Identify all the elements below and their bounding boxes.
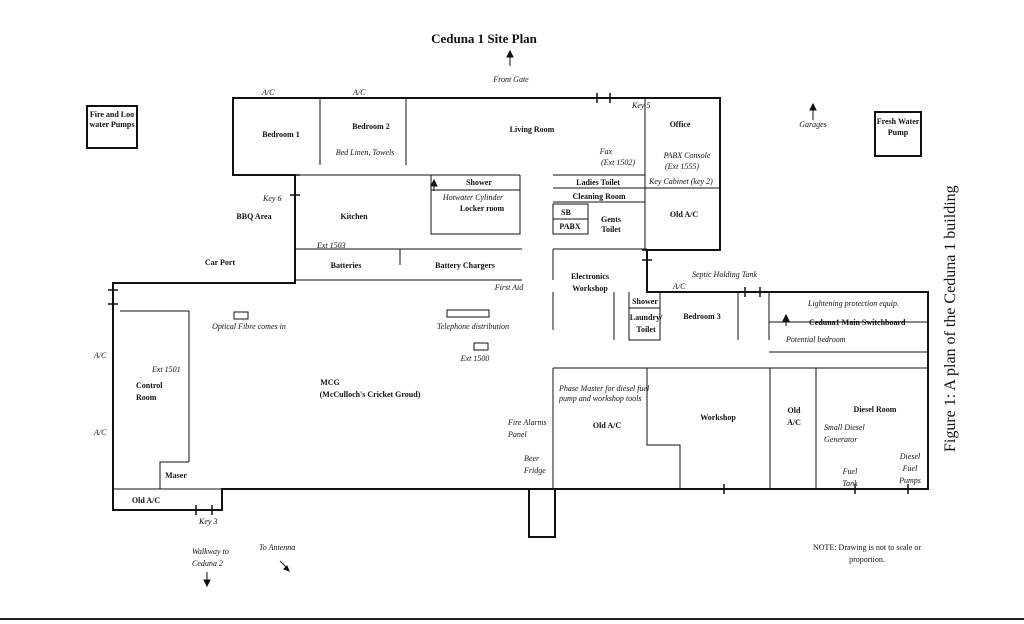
scale-note: NOTE: Drawing is not to scale or proport… xyxy=(813,543,921,564)
ext1503-label: Ext 1503 xyxy=(317,241,346,250)
bedroom2-label: Bedroom 2 xyxy=(352,122,390,131)
shower2-label: Shower xyxy=(632,297,658,306)
phase-master-label: Phase Master for diesel fuel pump and wo… xyxy=(559,384,650,403)
lightening-protection-label: Lightening protection equip. xyxy=(808,299,900,308)
door-marks xyxy=(108,93,909,515)
bedroom1-label: Bedroom 1 xyxy=(262,130,300,139)
electronics-workshop-label: Electronics Workshop xyxy=(570,272,610,293)
potential-bedroom-label: Potential bedroom xyxy=(786,335,846,344)
living-room-label: Living Room xyxy=(509,125,555,134)
bedroom3-label: Bedroom 3 xyxy=(683,312,721,321)
septic-tank-label: Septic Holding Tank xyxy=(692,270,758,279)
control-room-label: Control Room xyxy=(136,381,163,402)
ac-west1-label: A/C xyxy=(94,351,107,360)
shower-label: Shower xyxy=(466,178,492,187)
fuel-tank-label: Fuel Tank xyxy=(842,467,858,488)
ac-bedroom1-label: A/C xyxy=(262,88,275,97)
interior-walls xyxy=(113,98,928,490)
optical-fibre-label: Optical Fibre comes in xyxy=(212,322,286,331)
pabx-label: PABX xyxy=(559,222,581,231)
mcg-full-label: (McCulloch's Cricket Groud) xyxy=(319,390,421,399)
fire-alarms-panel-label: Fire Alarms Panel xyxy=(508,418,547,439)
mcg-label: MCG xyxy=(320,378,340,387)
key3-label: Key 3 xyxy=(199,517,218,526)
bbq-area-label: BBQ Area xyxy=(236,212,272,221)
old-ac-control-label: Old A/C xyxy=(131,496,161,505)
ext1500-label: Ext 1500 xyxy=(460,354,490,363)
ac-septic-label: A/C xyxy=(673,282,686,291)
maser-label: Maser xyxy=(165,471,187,480)
cleaning-room-label: Cleaning Room xyxy=(572,192,626,201)
ac-west2-label: A/C xyxy=(94,428,107,437)
hotwater-cylinder-label: Hotwater Cylinder xyxy=(442,193,504,202)
car-port-label: Car Port xyxy=(204,258,236,267)
telephone-distribution-label: Telephone distribution xyxy=(437,322,509,331)
fax-label: Fax xyxy=(599,147,613,156)
small-diesel-generator-label: Small Diesel Generator xyxy=(824,423,865,444)
front-gate-label: Front Gate xyxy=(493,75,529,84)
gents-toilet-label: Gents Toilet xyxy=(601,215,621,234)
fire-loo-pumps-label: Fire and Loo water Pumps xyxy=(89,110,135,129)
key5-label: Key 5 xyxy=(632,101,651,110)
pabx-console-label: PABX Console xyxy=(663,151,711,160)
garages-label: Garages xyxy=(799,120,827,129)
to-antenna-label: To Antenna xyxy=(259,543,296,552)
fresh-water-pump-label: Fresh Water Pump xyxy=(876,117,920,137)
diesel-fuel-pumps-label: Diesel Fuel Pumps xyxy=(899,452,921,485)
ladies-toilet-label: Ladies Toilet xyxy=(576,178,620,187)
locker-room-label: Locker room xyxy=(459,204,505,213)
kitchen-label: Kitchen xyxy=(340,212,368,221)
old-ac-diesel-label: Old A/C xyxy=(787,406,801,427)
old-ac-office-label: Old A/C xyxy=(669,210,699,219)
key6-label: Key 6 xyxy=(263,194,282,203)
ext1502-label: (Ext 1502) xyxy=(601,158,635,167)
diesel-room-label: Diesel Room xyxy=(853,405,897,414)
fresh-water-pump-box: Fresh Water Pump xyxy=(874,111,922,157)
page-title: Ceduna 1 Site Plan xyxy=(431,31,537,46)
beer-fridge-label: Beer Fridge xyxy=(524,454,546,475)
ext1501-label: Ext 1501 xyxy=(152,365,181,374)
main-switchboard-label: Ceduna1 Main Switchboard xyxy=(809,318,906,327)
office-label: Office xyxy=(669,120,691,129)
bed-linen-label: Bed Linen, Towels xyxy=(335,148,395,157)
walkway-label: Walkway to Ceduna 2 xyxy=(192,547,229,568)
first-aid-label: First Aid xyxy=(494,283,524,292)
old-ac-mid-label: Old A/C xyxy=(592,421,622,430)
laundry-toilet-label: Laundry/ Toilet xyxy=(629,313,663,334)
workshop-label: Workshop xyxy=(700,413,736,422)
page-bottom-edge xyxy=(0,618,1024,620)
battery-chargers-label: Battery Chargers xyxy=(435,261,495,270)
equipment-boxes xyxy=(233,309,490,351)
fridge-alcove xyxy=(528,489,556,538)
ac-bedroom2-label: A/C xyxy=(353,88,366,97)
figure-caption: Figure 1: A plan of the Ceduna 1 buildin… xyxy=(942,185,959,452)
arrows xyxy=(203,49,817,588)
ext1555-label: (Ext 1555) xyxy=(665,162,699,171)
outer-walls xyxy=(112,97,929,511)
sb-label: SB xyxy=(561,208,571,217)
fire-loo-pumps-box: Fire and Loo water Pumps xyxy=(86,105,138,149)
key-cabinet-label: Key Cabinet (key 2) xyxy=(649,177,713,186)
batteries-label: Batteries xyxy=(330,261,362,270)
